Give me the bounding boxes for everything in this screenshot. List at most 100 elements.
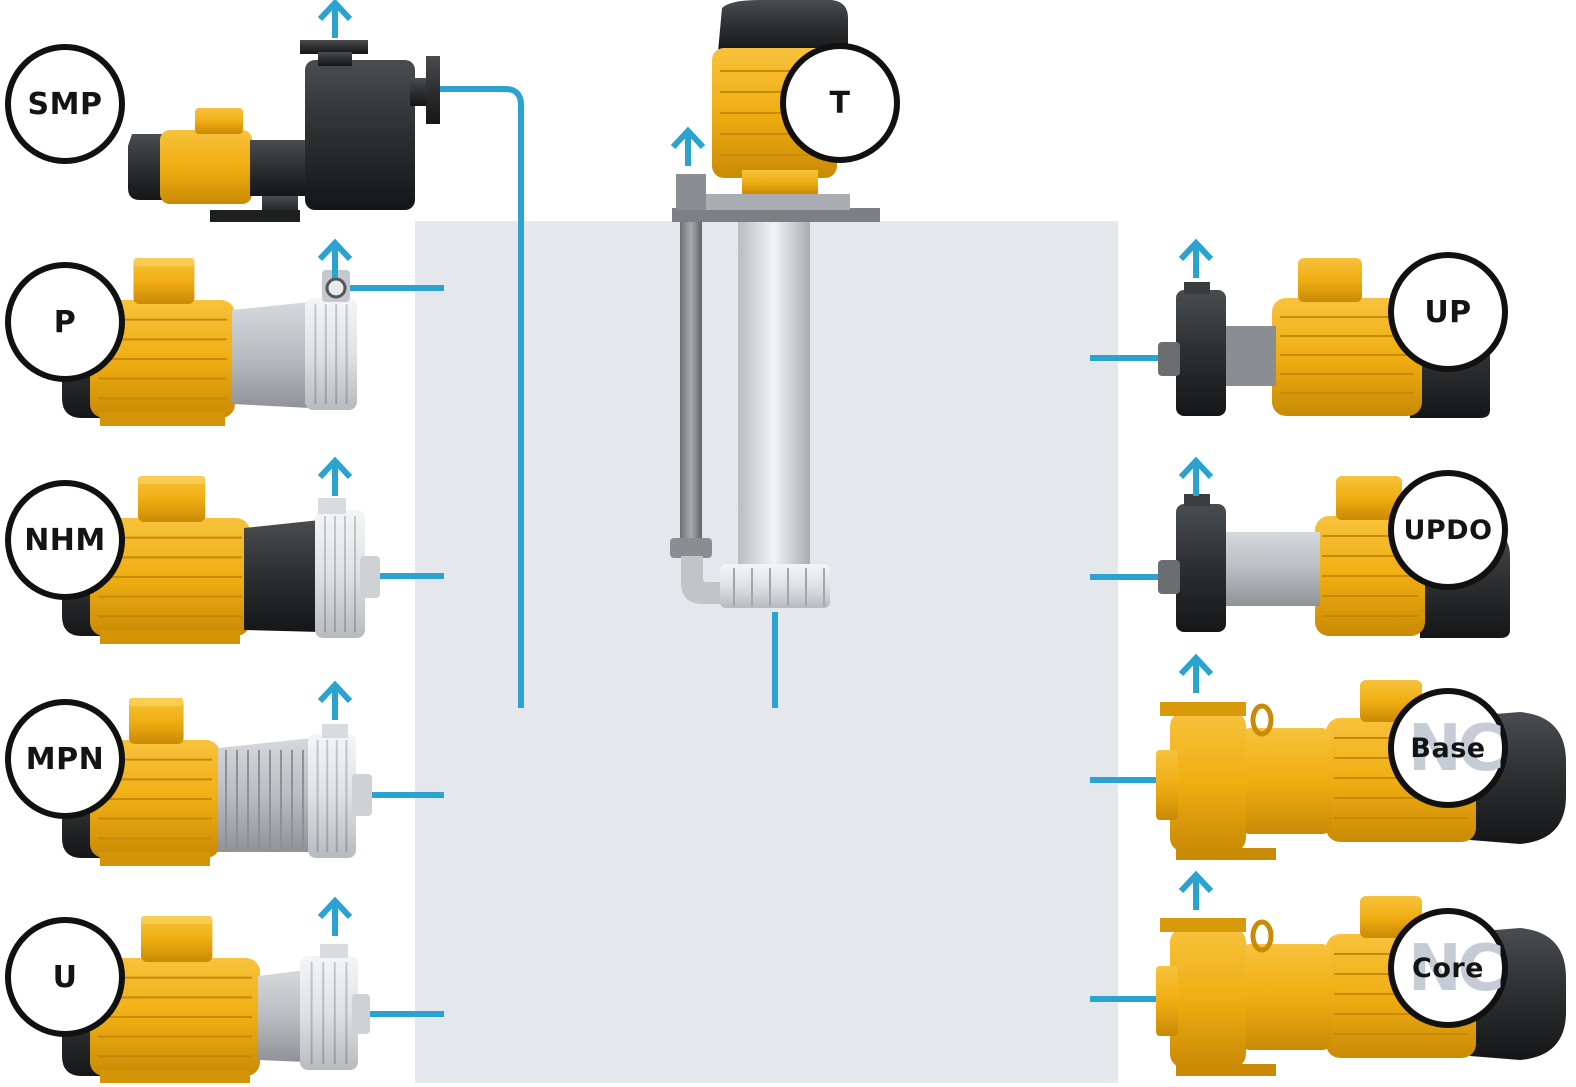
badge-p: P: [5, 262, 125, 382]
pump-up-inlet: [1158, 342, 1180, 376]
pump-nc-core-inlet-flange: [1156, 966, 1178, 1036]
pump-smp-casing: [305, 60, 415, 210]
pump-up-motor: [1272, 298, 1422, 416]
arrow-mpn: [317, 680, 353, 720]
arrow-up: [1178, 238, 1214, 278]
arrow-t-head: [670, 126, 706, 150]
arrow-nc-core: [1178, 870, 1214, 910]
pump-t-support: [690, 194, 850, 210]
badge-t-label: T: [829, 85, 851, 121]
pump-t-fan-cover: [718, 0, 848, 52]
pump-u-motor-terminal-lid: [141, 916, 213, 924]
pump-mpn-head: [308, 734, 356, 858]
arrow-t: [670, 126, 706, 166]
arrow-p-head: [317, 238, 353, 262]
arrow-updo-head: [1178, 456, 1214, 480]
arrow-nhm-head: [317, 456, 353, 480]
pump-mpn-inlet: [352, 774, 372, 816]
arrow-updo: [1178, 456, 1214, 496]
pump-up-casing: [1176, 290, 1226, 416]
pump-nc-base-outlet-flange: [1160, 702, 1246, 716]
pump-smp-inlet-neck: [318, 52, 352, 66]
arrow-up-head: [1178, 238, 1214, 262]
badge-nc-core-label: Core: [1412, 952, 1484, 984]
pump-p-head: [305, 298, 357, 410]
badge-smp-label: SMP: [27, 86, 103, 122]
pump-up-lantern: [1220, 326, 1276, 386]
badge-u: U: [5, 917, 125, 1037]
badge-updo-label: UPDO: [1403, 514, 1493, 546]
pump-smp-top-flange: [300, 40, 368, 54]
arrow-nc-base: [1178, 653, 1214, 693]
pump-nc-base: [1156, 680, 1566, 860]
pump-smp-lantern: [250, 140, 310, 196]
pump-u-head: [300, 956, 358, 1070]
pump-nhm-lantern: [244, 520, 320, 632]
badge-smp: SMP: [5, 44, 125, 164]
pump-p-lantern: [232, 302, 310, 408]
pump-t-coupling: [670, 538, 712, 558]
pump-nc-base-base: [1176, 848, 1276, 860]
badge-u-label: U: [52, 959, 78, 995]
pump-smp-fan-cover: [128, 134, 165, 200]
pump-nc-core-lifting-eye: [1250, 919, 1274, 953]
badge-t: T: [780, 43, 900, 163]
pump-u-inlet: [352, 994, 370, 1034]
pump-p-motor-terminal-box: [133, 258, 195, 304]
badge-nc-core: NC Core: [1388, 908, 1508, 1028]
badge-up: UP: [1388, 252, 1508, 372]
pump-t-discharge: [676, 174, 706, 210]
pump-t-elbow: [681, 556, 730, 604]
badge-mpn-label: MPN: [25, 741, 105, 777]
badge-up-label: UP: [1424, 294, 1472, 330]
pump-nc-core-base: [1176, 1064, 1276, 1076]
arrow-nhm: [317, 456, 353, 496]
pump-nc-base-lifting-eye: [1250, 703, 1274, 737]
pump-nc-base-inlet-flange: [1156, 750, 1178, 820]
pump-u-motor-foot: [100, 1070, 250, 1084]
pump-mpn-motor-terminal-lid: [129, 698, 184, 706]
pump-t-column: [738, 222, 810, 570]
badge-nc-base: NC Base: [1388, 688, 1508, 808]
pump-p-motor-foot: [100, 412, 225, 426]
badge-nhm-label: NHM: [24, 522, 106, 558]
arrow-u: [317, 896, 353, 936]
pump-smp-motor: [160, 130, 252, 204]
pump-p-outlet-port: [325, 277, 347, 299]
pump-mpn-lantern: [218, 738, 312, 852]
pump-t-motor-flange: [742, 170, 818, 194]
pump-nc-core-casing: [1170, 928, 1246, 1068]
pump-nc-core-outlet-flange: [1160, 918, 1246, 932]
pump-nc-base-casing: [1170, 712, 1246, 852]
pump-up-terminal-box: [1298, 258, 1362, 302]
pump-t-discharge-pipe: [680, 222, 702, 542]
pump-u-lantern: [258, 970, 306, 1062]
pump-updo-inlet: [1158, 560, 1180, 594]
pump-u-outlet: [320, 944, 348, 958]
pump-nhm-head: [315, 510, 365, 638]
pump-t: [670, 0, 880, 608]
pump-mpn-motor-foot: [100, 852, 210, 866]
pump-updo-lantern: [1216, 532, 1320, 606]
pump-mpn-outlet: [322, 724, 348, 738]
pump-nc-base-lantern: [1240, 728, 1332, 834]
pump-smp-outlet-flange: [426, 56, 440, 124]
pump-p-motor-terminal-lid: [133, 258, 195, 266]
arrow-nc-base-head: [1178, 653, 1214, 677]
pump-up-outlet: [1184, 282, 1210, 294]
arrow-nc-core-head: [1178, 870, 1214, 894]
pipe-smp: [438, 86, 524, 708]
pump-updo-casing: [1176, 504, 1226, 632]
pump-nhm: [62, 476, 380, 644]
pump-u-motor-terminal-box: [141, 916, 213, 962]
pump-nhm-motor-terminal-box: [138, 476, 206, 522]
badge-p-label: P: [53, 304, 77, 340]
pump-updo-outlet: [1184, 494, 1210, 506]
pump-mpn-motor-terminal-box: [129, 698, 184, 744]
pump-t-mount-plate: [672, 208, 880, 222]
pump-nhm-motor-foot: [100, 630, 240, 644]
arrow-smp: [317, 0, 353, 38]
pump-smp-terminal-box: [195, 108, 243, 134]
pump-nc-core-lantern: [1240, 944, 1332, 1050]
